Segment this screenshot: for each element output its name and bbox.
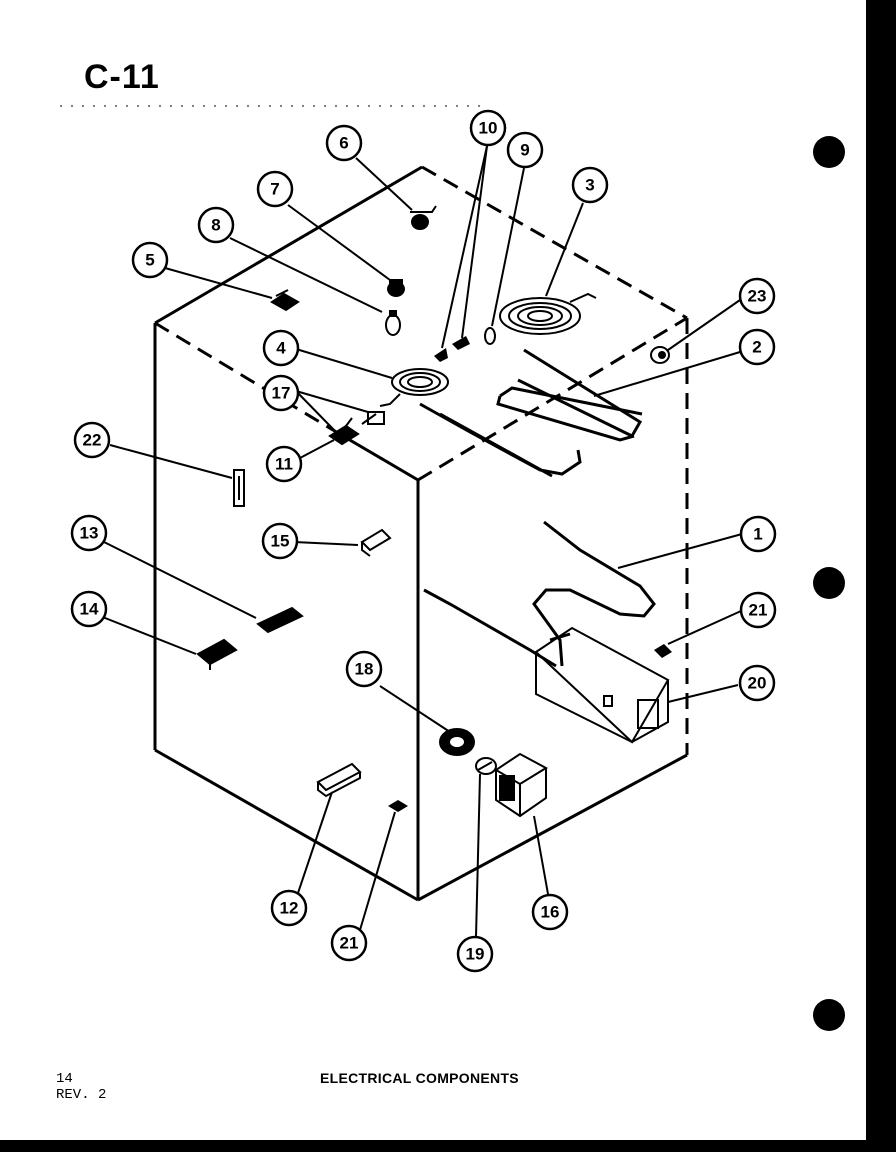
callout-label: 21 bbox=[340, 934, 359, 953]
callout: 19 bbox=[456, 935, 494, 973]
callout: 23 bbox=[738, 277, 776, 315]
clip-part-21b bbox=[388, 800, 408, 812]
callout: 2 bbox=[738, 328, 776, 366]
callout: 9 bbox=[506, 131, 544, 169]
callout: 8 bbox=[197, 206, 235, 244]
bracket-part-22 bbox=[233, 469, 245, 507]
cabinet-outline bbox=[153, 165, 688, 902]
page-id: C-11 bbox=[84, 58, 160, 96]
switch-part-14 bbox=[196, 638, 238, 670]
callout-label: 22 bbox=[83, 431, 102, 450]
leader-lines bbox=[99, 145, 743, 938]
callout: 21 bbox=[739, 591, 777, 629]
surface-element-part-3 bbox=[499, 292, 597, 335]
callout: 10 bbox=[469, 109, 507, 147]
callout: 13 bbox=[70, 514, 108, 552]
callout-label: 5 bbox=[145, 251, 154, 270]
clip-part-21a bbox=[654, 644, 672, 658]
power-box-part-20 bbox=[534, 626, 670, 744]
terminal-strip-part-13 bbox=[256, 606, 304, 634]
punch-hole bbox=[813, 999, 845, 1031]
diagram-caption: ELECTRICAL COMPONENTS bbox=[320, 1070, 519, 1086]
callout: 14 bbox=[70, 590, 108, 628]
callout-label: 10 bbox=[479, 119, 498, 138]
lamp-socket-part-7 bbox=[387, 279, 405, 297]
callout-label: 13 bbox=[80, 524, 99, 543]
callout-label: 16 bbox=[541, 903, 560, 922]
callout-label: 21 bbox=[749, 601, 768, 620]
transformer-part-16 bbox=[494, 752, 549, 818]
bake-element-part-2 bbox=[419, 348, 643, 478]
callout-label: 2 bbox=[752, 338, 761, 357]
callout-label: 23 bbox=[748, 287, 767, 306]
callout: 4 bbox=[262, 329, 300, 367]
callout: 1 bbox=[739, 515, 777, 553]
thermal-fuse-part-9 bbox=[484, 327, 496, 345]
light-bulb-part-8 bbox=[385, 310, 401, 336]
switch-part-15 bbox=[360, 528, 392, 557]
terminal-part-10a bbox=[434, 348, 448, 362]
revision-label: REV. 2 bbox=[56, 1087, 107, 1103]
callout-label: 9 bbox=[520, 141, 529, 160]
callout-label: 15 bbox=[271, 532, 290, 551]
callout-label: 17 bbox=[272, 384, 291, 403]
callout: 20 bbox=[738, 664, 776, 702]
callout: 6 bbox=[325, 124, 363, 162]
callout: 21 bbox=[330, 924, 368, 962]
callout: 17 bbox=[262, 374, 300, 412]
receptacle-part-11 bbox=[328, 417, 360, 446]
callout: 16 bbox=[531, 893, 569, 931]
callout-label: 20 bbox=[748, 674, 767, 693]
callout-label: 6 bbox=[339, 134, 348, 153]
bracket-part-12 bbox=[316, 762, 362, 798]
callout: 15 bbox=[261, 522, 299, 560]
relay-part-6 bbox=[410, 205, 437, 230]
page-number: 14 bbox=[56, 1071, 73, 1087]
callout-label: 11 bbox=[275, 455, 293, 474]
terminal-part-10b bbox=[452, 336, 470, 350]
callout: 22 bbox=[73, 421, 111, 459]
callout-label: 7 bbox=[270, 180, 279, 199]
callout-label: 1 bbox=[753, 525, 762, 544]
callout-label: 4 bbox=[276, 339, 286, 358]
callout: 12 bbox=[270, 889, 308, 927]
terminal-block-part-17 bbox=[361, 411, 385, 425]
sheet-edge bbox=[864, 0, 866, 1140]
callout: 18 bbox=[345, 650, 383, 688]
callout-label: 18 bbox=[355, 660, 374, 679]
punch-hole bbox=[813, 136, 845, 168]
callout-label: 14 bbox=[80, 600, 99, 619]
parts-sheet bbox=[0, 0, 864, 1140]
broil-element-part-1 bbox=[423, 520, 656, 668]
callout: 7 bbox=[256, 170, 294, 208]
callout: 5 bbox=[131, 241, 169, 279]
fan-part-18 bbox=[439, 728, 475, 756]
callout-label: 12 bbox=[280, 899, 299, 918]
punch-hole bbox=[813, 567, 845, 599]
indicator-light-part-23 bbox=[650, 346, 670, 364]
callout-label: 19 bbox=[466, 945, 485, 964]
cabinet-hidden-edges bbox=[154, 165, 689, 755]
callout-label: 8 bbox=[211, 216, 220, 235]
switch-part-5 bbox=[270, 289, 300, 312]
callout-label: 3 bbox=[585, 176, 594, 195]
thermostat-part-19 bbox=[475, 757, 497, 775]
callout: 11 bbox=[265, 445, 303, 483]
surface-element-part-4 bbox=[379, 368, 449, 407]
callout: 3 bbox=[571, 166, 609, 204]
